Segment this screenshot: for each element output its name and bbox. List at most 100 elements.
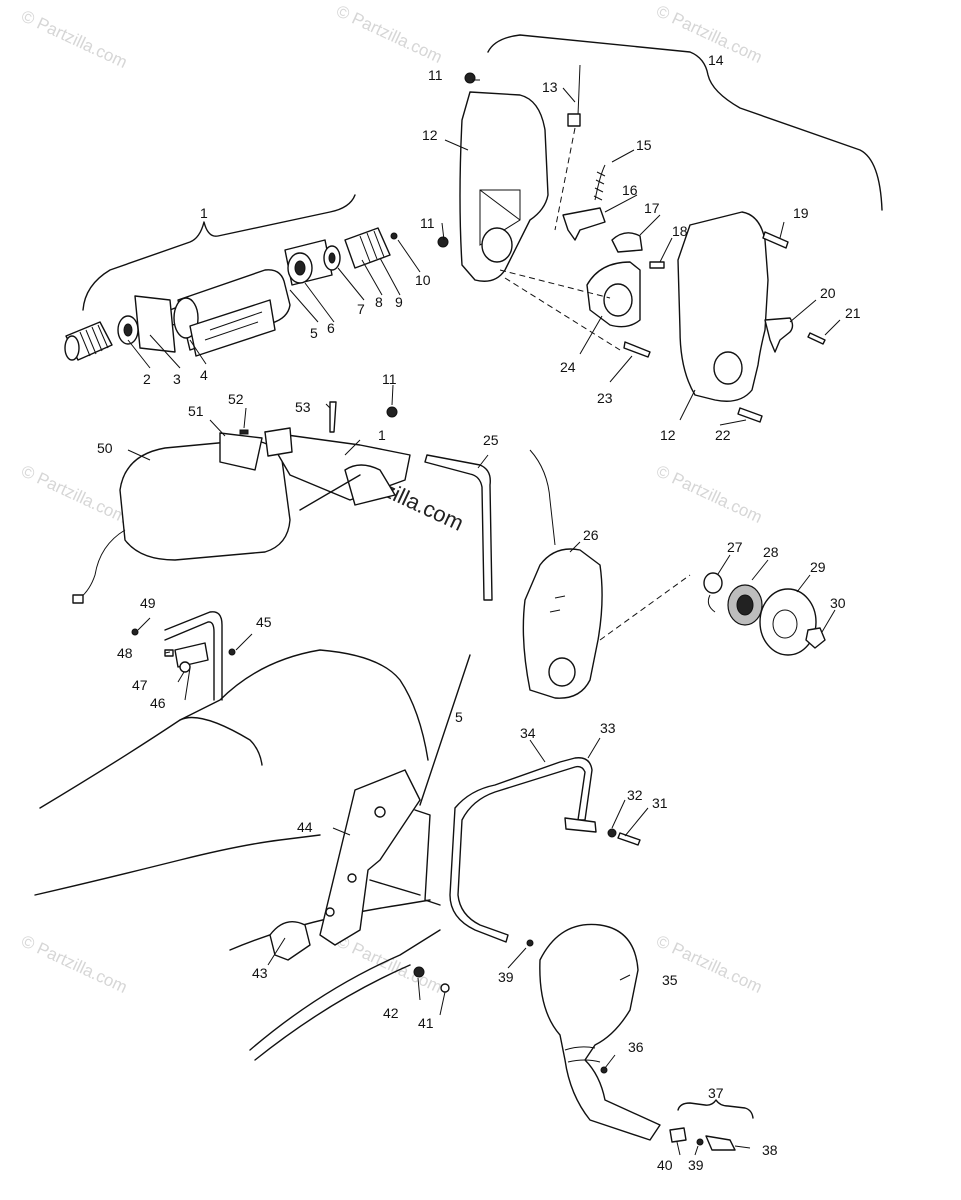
leaders-2 [441, 79, 841, 426]
bar-end-33 [564, 817, 597, 833]
backrest-35 [539, 923, 661, 1141]
callout-15: 15 [636, 137, 652, 153]
bar-end [264, 427, 293, 457]
cable-dash [554, 127, 576, 231]
case-left-hole [481, 227, 513, 263]
bracket-lines [369, 809, 441, 906]
callout-11-mid: 11 [420, 215, 435, 231]
washer-47 [179, 661, 191, 673]
seat-outline [39, 649, 429, 809]
callout-28: 28 [763, 544, 779, 560]
callout-19: 19 [793, 205, 809, 221]
callout-50: 50 [97, 440, 113, 456]
pad-50 [119, 439, 291, 561]
bracket-hole-2 [347, 873, 357, 883]
spring-15 [593, 164, 606, 201]
callout-17: 17 [644, 200, 660, 216]
callout-6: 6 [327, 320, 335, 336]
bracket-37 [677, 1099, 754, 1119]
leader [299, 474, 361, 511]
bolt-31 [617, 832, 641, 846]
screw-21 [807, 332, 826, 345]
callout-40: 40 [657, 1157, 673, 1173]
housing-marks [549, 595, 566, 613]
seat-assembly [34, 611, 736, 1151]
nut-11-mid [437, 236, 449, 248]
callout-14: 14 [708, 52, 724, 68]
screw-36 [600, 1066, 608, 1074]
callout-52: 52 [228, 391, 244, 407]
callout-18: 18 [672, 223, 688, 239]
recoil-assembly [522, 449, 826, 699]
handle-warmer-assembly [64, 227, 398, 361]
pulley-29 [759, 588, 817, 656]
cable-26 [529, 449, 556, 546]
case-cover-12-left [459, 91, 549, 282]
callout-7: 7 [357, 301, 365, 317]
callout-27: 27 [727, 539, 743, 555]
pulley-hub [772, 609, 798, 639]
backrest-lines [564, 1046, 601, 1063]
leader-lines [127, 79, 841, 1156]
housing-lines [204, 311, 263, 341]
callout-23: 23 [597, 390, 613, 406]
cable-clip [567, 113, 581, 127]
chaincase-assembly [437, 64, 826, 423]
bracket-hole-1 [374, 806, 386, 818]
callout-37: 37 [708, 1085, 724, 1101]
bar-33-34 [449, 757, 593, 943]
recoil-dash [599, 574, 691, 641]
callout-42: 42 [383, 1005, 399, 1021]
spring-28-center [736, 594, 754, 616]
screw-39a [526, 939, 534, 947]
housing-hole [548, 657, 576, 687]
nut-42 [413, 966, 425, 978]
callout-5: 5 [310, 325, 318, 341]
grip-right-ridges [359, 230, 385, 263]
callout-30: 30 [830, 595, 846, 611]
washer-32 [607, 828, 617, 838]
washer-7-hole [328, 252, 336, 264]
spacer-40 [669, 1127, 687, 1143]
callout-10: 10 [415, 272, 431, 288]
callout-labels: 1 2 3 4 5 6 7 8 9 10 11 11 11 12 12 13 1… [97, 52, 861, 1173]
bracket-20 [764, 317, 794, 353]
nut-30 [805, 627, 826, 649]
callout-1-lower: 1 [378, 427, 386, 443]
wire-plug [72, 594, 84, 604]
bracket-17 [611, 232, 643, 253]
bar-25 [424, 454, 493, 601]
leaders-1 [127, 239, 421, 369]
pad-wire [79, 529, 126, 599]
bracket-14 [487, 34, 883, 211]
callout-49: 49 [140, 595, 156, 611]
watermark: © Partzilla.com [333, 931, 445, 997]
callout-12-left: 12 [422, 127, 438, 143]
callout-48: 48 [117, 645, 133, 661]
knob-38 [705, 1135, 736, 1151]
callout-11-low: 11 [382, 371, 397, 387]
washer-27 [703, 572, 723, 594]
knob-43 [269, 921, 311, 961]
grab-handle [164, 611, 223, 701]
callout-32: 32 [627, 787, 643, 803]
nut-11-top [464, 72, 476, 84]
screw-52 [239, 429, 249, 435]
callout-12-right: 12 [660, 427, 676, 443]
case-right-hole [713, 351, 743, 385]
callout-26: 26 [583, 527, 599, 543]
grip-right [344, 227, 391, 269]
sprocket-hub [603, 283, 633, 317]
tunnel-2 [249, 929, 441, 1051]
cable-13 [577, 64, 581, 116]
bolt-53 [329, 401, 337, 433]
callout-47: 47 [132, 677, 148, 693]
plate-4 [134, 295, 176, 353]
callout-39-lower: 39 [688, 1157, 704, 1173]
callout-1: 1 [200, 205, 208, 221]
callout-5-lower: 5 [455, 709, 463, 725]
callout-36: 36 [628, 1039, 644, 1055]
bar-clamp [344, 464, 396, 506]
tunnel-3 [254, 964, 411, 1061]
